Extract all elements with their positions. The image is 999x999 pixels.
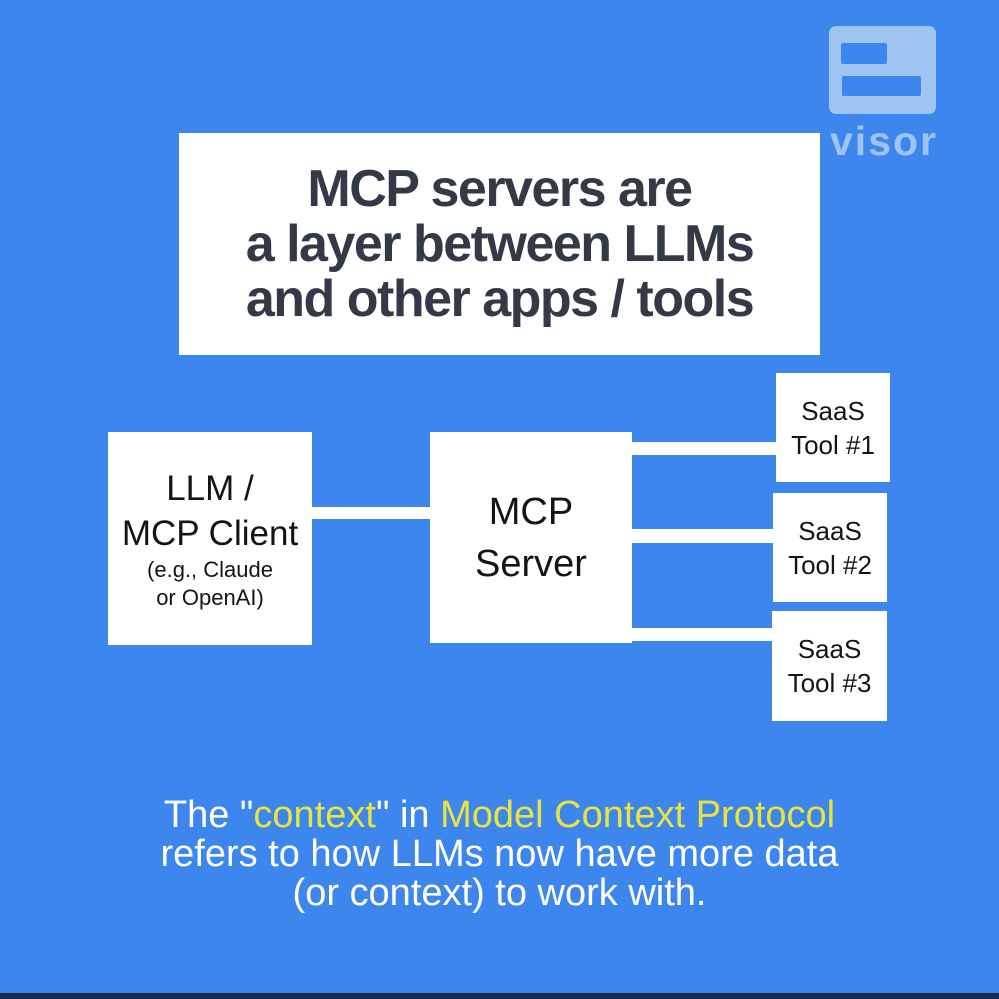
saas-tool-1-node: SaaS Tool #1 xyxy=(776,373,890,482)
caption-seg-4: Model Context Protocol xyxy=(440,794,836,836)
connector-llm-to-mcp xyxy=(310,507,432,519)
connector-mcp-to-saas3 xyxy=(630,628,774,641)
visor-wordmark: visor xyxy=(830,118,938,164)
llm-node-sub-1: (e.g., Claude xyxy=(147,556,273,582)
saas-tool-3-node: SaaS Tool #3 xyxy=(772,611,887,721)
llm-node-sub-2: or OpenAI) xyxy=(156,584,264,610)
caption-seg-2: context xyxy=(253,794,376,836)
mcp-server-node: MCP Server xyxy=(430,432,632,643)
connector-mcp-to-saas2 xyxy=(630,529,775,543)
caption: The "context" in Model Context Protocol … xyxy=(0,796,999,913)
title-line-2: a layer between LLMs xyxy=(245,214,755,273)
caption-line-1: The "context" in Model Context Protocol xyxy=(0,796,999,835)
caption-seg-3: " in xyxy=(375,794,441,836)
llm-mcp-client-node: LLM / MCP Client (e.g., Claude or OpenAI… xyxy=(108,432,312,645)
mcp-node-line-2: Server xyxy=(475,542,587,585)
saas1-line-2: Tool #1 xyxy=(791,429,875,460)
llm-node-line-2: MCP Client xyxy=(121,513,299,553)
footer-bar xyxy=(0,993,999,999)
saas2-line-1: SaaS xyxy=(798,515,862,546)
title-line-1: MCP servers are xyxy=(307,159,693,218)
saas2-line-2: Tool #2 xyxy=(788,549,872,580)
caption-line-2: refers to how LLMs now have more data xyxy=(160,833,839,875)
visor-logo-icon xyxy=(829,26,936,114)
mcp-node-line-1: MCP xyxy=(488,490,574,533)
saas3-line-2: Tool #3 xyxy=(787,668,872,698)
logo-bar-bottom xyxy=(842,76,921,96)
llm-node-line-1: LLM / xyxy=(166,468,254,508)
caption-seg-1: The " xyxy=(163,794,254,836)
saas-tool-2-node: SaaS Tool #2 xyxy=(773,493,887,602)
saas3-line-1: SaaS xyxy=(797,634,862,664)
saas1-line-1: SaaS xyxy=(801,395,865,426)
logo-bar-top xyxy=(841,43,887,64)
caption-line-3: (or context) to work with. xyxy=(292,872,707,914)
title-line-3: and other apps / tools xyxy=(245,269,755,328)
connector-mcp-to-saas1 xyxy=(630,442,778,455)
title-card: MCP servers are a layer between LLMs and… xyxy=(179,133,820,355)
